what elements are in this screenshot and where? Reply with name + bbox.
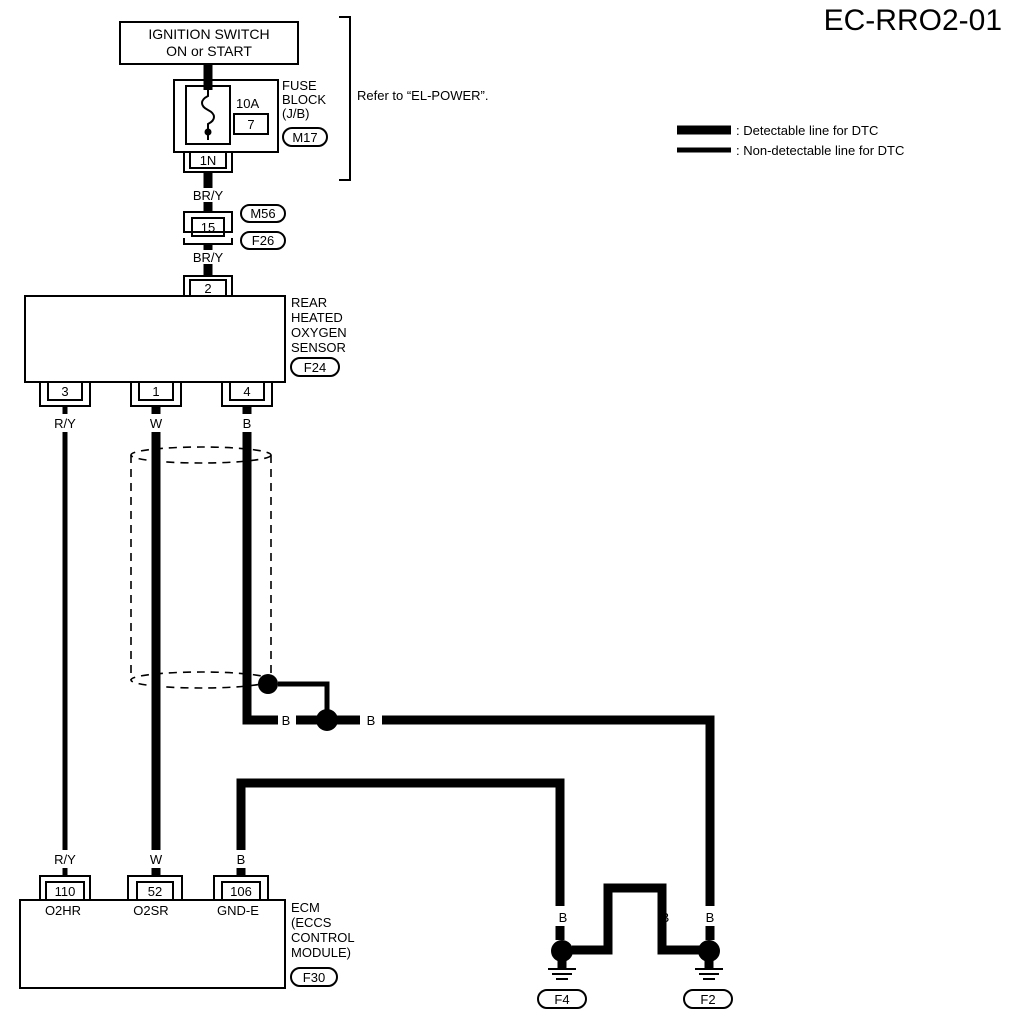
sensor-terminal-3: 3 — [61, 384, 68, 399]
ecm: 110 52 106 O2HR O2SR GND-E ECM (ECCS CON… — [19, 875, 355, 989]
ecm-pin-o2hr: O2HR — [45, 903, 81, 918]
ground-f2-icon — [695, 968, 723, 980]
ecm-terminal-110: 110 — [55, 884, 76, 899]
fuse-number: 7 — [247, 117, 254, 132]
ecm-pin-o2sr: O2SR — [133, 903, 168, 918]
ground-f4-icon — [548, 968, 576, 980]
wire-color-b-top: B — [243, 416, 252, 431]
ground-f2-label: F2 — [700, 992, 715, 1007]
joint-terminal: 15 — [201, 220, 215, 235]
splice-node — [316, 709, 338, 731]
wire-color-br-y-lower: BR/Y — [193, 250, 224, 265]
sensor-name-3: OXYGEN — [291, 325, 347, 340]
ignition-switch-label: IGNITION SWITCH — [148, 26, 269, 42]
ecm-name-1: ECM — [291, 900, 320, 915]
wire-color-r-y-top: R/Y — [54, 416, 76, 431]
joint-connector-top: M56 — [250, 206, 275, 221]
sensor-terminal-4: 4 — [243, 384, 250, 399]
wire-shield-drain — [278, 681, 330, 712]
wire-color-b-joint-left: B — [282, 713, 291, 728]
sensor-name-4: SENSOR — [291, 340, 346, 355]
fuse-block-label-1: FUSE — [282, 78, 317, 93]
ground-f2: F2 — [683, 940, 733, 1009]
fuse-block-label-2: BLOCK — [282, 92, 326, 107]
wire-b-sensor-ground — [242, 432, 278, 725]
wire-b-ecm-ground — [236, 778, 565, 906]
ground-f4-node — [551, 940, 573, 962]
ecm-pin-gnd-e: GND-E — [217, 903, 259, 918]
ground-f2-node — [698, 940, 720, 962]
ecm-connector: F30 — [303, 970, 325, 985]
ignition-switch: IGNITION SWITCH ON or START — [119, 21, 299, 65]
rear-heated-oxygen-sensor: 2 REAR HEATED OXYGEN SENSOR F24 3 1 4 — [24, 275, 347, 407]
ecm-name-3: CONTROL — [291, 930, 355, 945]
fuse-block: 10A 7 FUSE BLOCK (J/B) M17 1N — [173, 64, 328, 173]
joint-connector-bottom: F26 — [252, 233, 274, 248]
wire-color-br-y-upper: BR/Y — [193, 188, 224, 203]
legend: : Detectable line for DTC : Non-detectab… — [677, 123, 904, 158]
wire-color-b-joint-right: B — [367, 713, 376, 728]
refer-note: Refer to “EL-POWER”. — [357, 88, 488, 103]
shield-drain-node — [258, 674, 278, 694]
sensor-connector: F24 — [304, 360, 326, 375]
ground-f4-label: F4 — [554, 992, 569, 1007]
diagram-id: EC-RRO2-01 — [824, 4, 1002, 37]
ecm-terminal-52: 52 — [148, 884, 162, 899]
joint-connector: 15 M56 F26 — [183, 204, 286, 250]
wire-b-to-f2 — [382, 715, 715, 906]
wire-color-w-top: W — [150, 416, 163, 431]
ecm-terminal-106: 106 — [230, 884, 252, 899]
sensor-terminal-1: 1 — [152, 384, 159, 399]
sensor-name-2: HEATED — [291, 310, 343, 325]
ecm-name-2: (ECCS — [291, 915, 332, 930]
wire-color-w-bottom: W — [150, 852, 163, 867]
legend-non-detectable-label: : Non-detectable line for DTC — [736, 143, 904, 158]
fuse-block-label-3: (J/B) — [282, 106, 309, 121]
fuse-terminal: 1N — [200, 153, 217, 168]
power-bracket — [339, 16, 351, 181]
wire-color-r-y-bottom: R/Y — [54, 852, 76, 867]
wire-color-b-bottom: B — [237, 852, 246, 867]
fuse-block-connector: M17 — [292, 130, 317, 145]
ground-f4: F4 — [537, 940, 587, 1009]
ignition-switch-state: ON or START — [166, 43, 252, 59]
wire-color-b-ground-2: B — [604, 910, 613, 925]
wire-b-ground-bridge — [603, 883, 667, 928]
sensor-name-1: REAR — [291, 295, 327, 310]
sensor-terminal-2: 2 — [204, 281, 211, 296]
wire-color-b-ground-3: B — [661, 910, 670, 925]
legend-detectable-label: : Detectable line for DTC — [736, 123, 878, 138]
wire-color-b-ground-1: B — [559, 910, 568, 925]
ecm-name-4: MODULE) — [291, 945, 351, 960]
fuse-rating: 10A — [236, 96, 259, 111]
fuse-icon — [201, 90, 215, 140]
wire-color-b-ground-4: B — [706, 910, 715, 925]
